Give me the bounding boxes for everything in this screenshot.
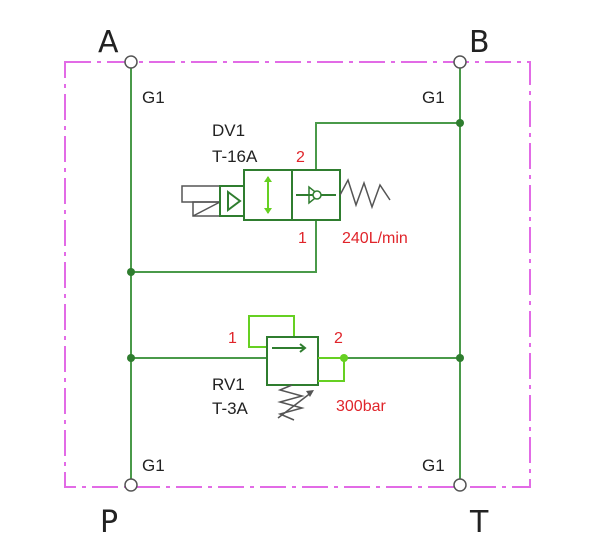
line-dv1-inlet bbox=[131, 220, 317, 273]
port-p-circle[interactable] bbox=[124, 478, 138, 492]
junction-dot bbox=[456, 354, 464, 362]
rv1-port-in-label: 1 bbox=[228, 330, 237, 347]
port-a-label: A bbox=[98, 25, 119, 60]
dv1-model: T-16A bbox=[212, 147, 258, 166]
port-b-label: B bbox=[469, 25, 490, 60]
gauge-label-b: G1 bbox=[422, 88, 445, 107]
port-b-circle[interactable] bbox=[453, 55, 467, 69]
rv1-name: RV1 bbox=[212, 375, 245, 394]
gauge-label-a: G1 bbox=[142, 88, 165, 107]
port-p-label: P bbox=[100, 505, 118, 540]
port-a-circle[interactable] bbox=[124, 55, 138, 69]
rv1-model: T-3A bbox=[212, 399, 249, 418]
rv1-pressure-label: 300bar bbox=[336, 398, 386, 415]
dv1-flow-label: 240L/min bbox=[342, 230, 408, 247]
dv1-valve-symbol[interactable] bbox=[181, 169, 391, 221]
junction-dot bbox=[127, 268, 135, 276]
port-t-circle[interactable] bbox=[453, 478, 467, 492]
dv1-port-out-label: 2 bbox=[296, 149, 305, 166]
manifold-boundary bbox=[64, 61, 531, 488]
dv1-name: DV1 bbox=[212, 121, 245, 140]
rv1-port-out-label: 2 bbox=[334, 330, 343, 347]
dv1-port-in-label: 1 bbox=[298, 230, 307, 247]
gauge-label-t: G1 bbox=[422, 456, 445, 475]
rv1-valve-symbol[interactable] bbox=[248, 315, 345, 421]
line-dv1-outlet bbox=[315, 122, 460, 170]
port-t-label: T bbox=[469, 505, 489, 540]
junction-dot bbox=[456, 119, 464, 127]
gauge-label-p: G1 bbox=[142, 456, 165, 475]
junction-dot bbox=[127, 354, 135, 362]
